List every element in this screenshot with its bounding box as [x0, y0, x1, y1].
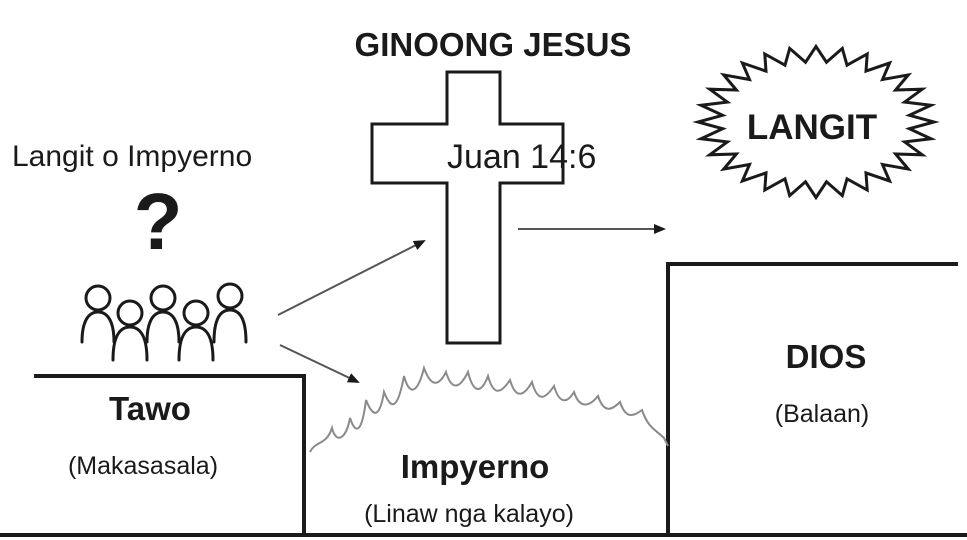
arrows	[277, 224, 666, 383]
man-subtitle: (Makasasala)	[67, 452, 219, 480]
person-icon	[177, 299, 215, 362]
god-subtitle: (Balaan)	[774, 400, 870, 428]
people-group-icon	[80, 282, 248, 362]
sunburst-icon	[692, 43, 940, 201]
god-cliff	[666, 262, 958, 534]
question-mark-icon: ?	[133, 177, 183, 266]
man-cliff	[34, 374, 306, 534]
person-icon	[145, 284, 181, 344]
person-icon	[212, 282, 248, 344]
cross-icon	[370, 70, 565, 345]
god-title: DIOS	[785, 338, 867, 375]
hell-subtitle: (Linaw nga kalayo)	[364, 500, 574, 528]
heaven-label: LANGIT	[746, 108, 878, 147]
hell-title: Impyerno	[400, 448, 550, 485]
arrow-to-hell	[279, 344, 360, 383]
person-icon	[111, 299, 149, 362]
flames-icon	[309, 364, 669, 453]
question-text: Langit o Impyerno	[12, 140, 253, 173]
cross-title: GINOONG JESUS	[354, 26, 632, 63]
cross-verse: Juan 14:6	[447, 138, 597, 176]
man-title: Tawo	[109, 390, 191, 427]
arrow-to-cross	[277, 240, 426, 316]
person-icon	[80, 284, 116, 344]
